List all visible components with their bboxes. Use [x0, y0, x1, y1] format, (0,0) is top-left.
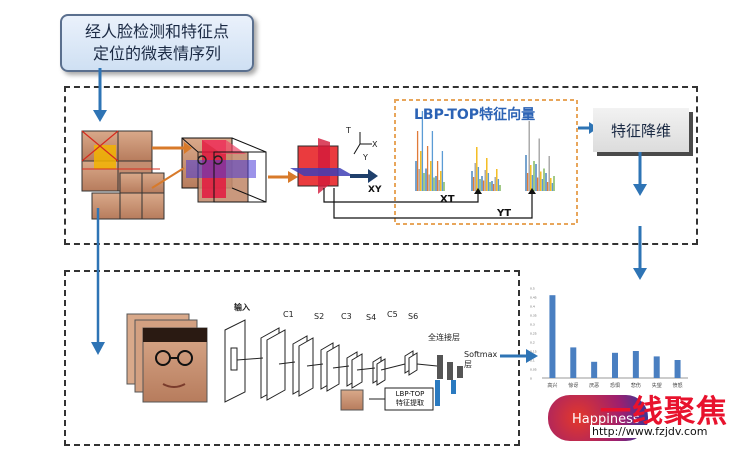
- watermark-url: http://www.fzjdv.com: [590, 425, 710, 438]
- watermark-logo-text: 一线聚焦: [600, 394, 728, 430]
- y-tick-label: 0.35: [530, 314, 537, 318]
- lbp-feature-histogram: [394, 99, 578, 225]
- emotion-bar: [570, 347, 577, 378]
- lbp-extract-line2: 特征提取: [396, 399, 424, 407]
- cnn-architecture: [224, 319, 463, 411]
- lbp-extract-box-label: LBP-TOP 特征提取: [386, 390, 434, 408]
- emotion-bar: [591, 361, 598, 378]
- axis-y-label: Y: [363, 153, 368, 162]
- axis-t-label: T: [346, 126, 351, 135]
- lbp-extract-line1: LBP-TOP: [395, 390, 425, 398]
- cnn-softmax-label: Softmax层: [464, 350, 498, 369]
- y-tick-label: 0: [530, 377, 532, 381]
- emotion-bar: [653, 356, 660, 378]
- dimension-reduction-label: 特征降维: [610, 121, 671, 140]
- emotion-category-label: 厌恶: [589, 383, 599, 389]
- axis-x-label: X: [372, 140, 378, 149]
- 3d-axes-icon: [353, 132, 372, 155]
- cnn-c5-label: C5: [387, 310, 398, 319]
- cnn-s2-label: S2: [314, 312, 325, 321]
- yt-label: YT: [497, 208, 512, 219]
- y-tick-label: 0.4: [530, 305, 535, 309]
- emotion-category-label: 愤怒: [673, 382, 683, 389]
- y-tick-label: 0.3: [530, 323, 535, 327]
- y-tick-label: 0.2: [530, 341, 535, 345]
- y-tick-label: 0.1: [530, 359, 535, 363]
- cnn-region: [64, 270, 520, 446]
- emotion-category-label: 恐惧: [610, 382, 620, 389]
- sequence-label-line2: 定位的微表情序列: [92, 44, 221, 63]
- cnn-c3-label: C3: [341, 312, 352, 321]
- y-tick-label: 0.5: [530, 287, 535, 291]
- cnn-c1-label: C1: [283, 310, 294, 319]
- y-tick-label: 0.45: [530, 296, 537, 300]
- emotion-category-label: 悲伤: [631, 382, 641, 389]
- cnn-s4-label: S4: [366, 313, 377, 322]
- emotion-bar: [674, 360, 681, 378]
- cnn-input-label: 输入: [234, 303, 250, 312]
- xt-label: XT: [440, 194, 455, 205]
- y-tick-label: 0.05: [530, 368, 537, 372]
- lbp-feature-title: LBP-TOP特征向量: [414, 107, 536, 123]
- happiness-label: Happiness: [572, 412, 640, 427]
- lbp-top-region: [64, 86, 698, 245]
- y-tick-label: 0.25: [530, 332, 537, 336]
- three-orthogonal-planes: [290, 138, 354, 194]
- face-grid: [81, 130, 165, 220]
- emotion-bar: [549, 295, 556, 378]
- emotion-bar: [632, 351, 639, 378]
- emotion-bar-chart: 0.5 0.45 0.4 0.35 0.3 0.25 0.2 0.15 0.1 0.05 0 高兴 惊讶…: [530, 287, 688, 389]
- xy-arrow: [350, 169, 378, 183]
- emotion-bar: [612, 352, 618, 378]
- emotion-category-label: 高兴: [547, 382, 557, 389]
- cnn-s6-label: S6: [408, 312, 419, 321]
- face-volume-cube: [181, 137, 267, 203]
- input-face-stack: [126, 313, 208, 403]
- emotion-category-label: 失望: [652, 382, 662, 389]
- y-tick-label: 0.15: [530, 350, 537, 354]
- xt-yt-connectors: [323, 188, 536, 219]
- emotion-category-label: 惊讶: [568, 382, 578, 389]
- sequence-label-line1: 经人脸检测和特征点: [84, 22, 229, 41]
- orange-arrows: [151, 142, 192, 189]
- cnn-fc-label: 全连接层: [428, 333, 460, 342]
- xy-label: XY: [368, 185, 382, 195]
- sequence-label: 经人脸检测和特征点 定位的微表情序列: [60, 14, 254, 72]
- arrow-cube-to-planes: [268, 171, 298, 183]
- dimension-reduction-box: 特征降维: [593, 108, 689, 152]
- face-sequence-stack: [81, 130, 165, 220]
